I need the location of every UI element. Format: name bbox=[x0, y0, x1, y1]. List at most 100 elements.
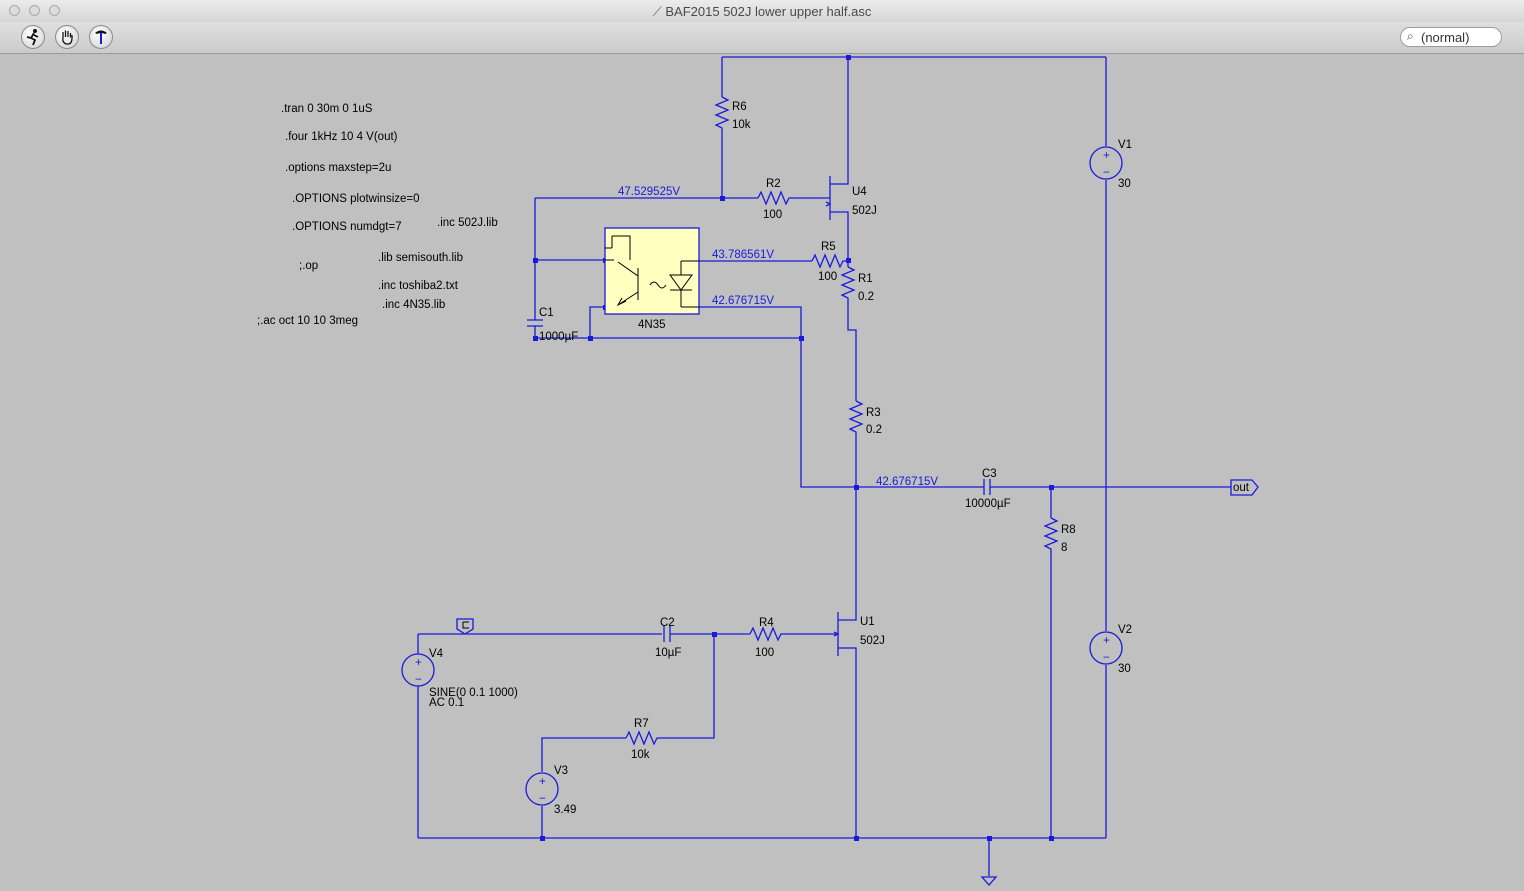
r3-value: 0.2 bbox=[866, 424, 882, 436]
r5-value: 100 bbox=[818, 271, 837, 283]
wires bbox=[417, 56, 1231, 876]
output-net-label: out bbox=[1233, 482, 1250, 494]
voltage-source-v3[interactable]: +− bbox=[525, 772, 559, 806]
voltage-opto-anode: 43.786561V bbox=[712, 249, 774, 261]
r7-ref: R7 bbox=[634, 718, 649, 730]
r4-ref: R4 bbox=[759, 617, 774, 629]
directive-inc-toshiba[interactable]: .inc toshiba2.txt bbox=[378, 280, 459, 292]
v4-ref: V4 bbox=[429, 648, 444, 660]
r6-value: 10k bbox=[732, 119, 751, 131]
minimize-window-button[interactable] bbox=[29, 5, 40, 16]
resistor-r5[interactable] bbox=[811, 253, 846, 269]
voltage-source-v2[interactable]: +− bbox=[1089, 631, 1123, 665]
hammer-icon bbox=[95, 30, 107, 44]
directive-tran[interactable]: .tran 0 30m 0 1uS bbox=[281, 103, 373, 115]
directive-four[interactable]: .four 1kHz 10 4 V(out) bbox=[285, 131, 398, 143]
schematic: +− +− +− +− out bbox=[257, 55, 1259, 886]
ltspice-icon: ⟋ bbox=[652, 4, 662, 19]
r7-value: 10k bbox=[631, 749, 650, 761]
hand-icon bbox=[62, 30, 73, 45]
resistor-r6[interactable] bbox=[714, 96, 730, 131]
voltage-source-v1[interactable]: +− bbox=[1089, 146, 1123, 180]
c2-value: 10µF bbox=[655, 647, 681, 659]
close-window-button[interactable] bbox=[9, 5, 20, 16]
svg-text:−: − bbox=[539, 793, 546, 805]
c1-value: 1000µF bbox=[539, 331, 578, 343]
c3-ref: C3 bbox=[982, 468, 997, 480]
directive-inc-502j[interactable]: .inc 502J.lib bbox=[437, 217, 498, 229]
u4-ref: U4 bbox=[852, 186, 867, 198]
v2-value: 30 bbox=[1118, 663, 1131, 675]
zoom-window-button[interactable] bbox=[49, 5, 60, 16]
probe-button[interactable] bbox=[89, 25, 113, 49]
ground-symbol bbox=[980, 876, 998, 886]
capacitor-c1[interactable] bbox=[527, 319, 543, 330]
r1-ref: R1 bbox=[858, 273, 873, 285]
c3-value: 10000µF bbox=[965, 498, 1011, 510]
spice-directives: .tran 0 30m 0 1uS .four 1kHz 10 4 V(out)… bbox=[257, 103, 498, 327]
svg-text:−: − bbox=[1103, 167, 1110, 179]
directive-options-plotwinsize[interactable]: .OPTIONS plotwinsize=0 bbox=[292, 193, 420, 205]
resistor-r2[interactable] bbox=[757, 190, 792, 206]
window-title: ⟋ BAF2015 502J lower upper half.asc bbox=[0, 4, 1524, 20]
resistor-r1[interactable] bbox=[840, 266, 856, 301]
v2-ref: V2 bbox=[1118, 624, 1132, 636]
r8-value: 8 bbox=[1061, 542, 1067, 554]
directive-ac[interactable]: ;.ac oct 10 10 3meg bbox=[257, 315, 358, 327]
r3-ref: R3 bbox=[866, 407, 881, 419]
u1-ref: U1 bbox=[860, 616, 875, 628]
resistor-r8[interactable] bbox=[1043, 517, 1059, 552]
optocoupler-4n35[interactable] bbox=[604, 227, 700, 315]
junction-dots bbox=[533, 55, 1054, 841]
toolbar: ⌕ bbox=[0, 22, 1524, 54]
r2-value: 100 bbox=[763, 209, 782, 221]
c1-ref: C1 bbox=[539, 307, 554, 319]
opto-value: 4N35 bbox=[638, 319, 666, 331]
search-input[interactable] bbox=[1421, 29, 1497, 45]
u4-value: 502J bbox=[852, 205, 877, 217]
search-box[interactable]: ⌕ bbox=[1400, 27, 1502, 47]
output-net-flag[interactable]: out bbox=[1230, 479, 1259, 496]
r4-value: 100 bbox=[755, 647, 774, 659]
svg-text:−: − bbox=[415, 674, 422, 686]
directive-options-numdgt[interactable]: .OPTIONS numdgt=7 bbox=[292, 221, 402, 233]
voltage-opto-cathode: 42.676715V bbox=[712, 295, 774, 307]
title-bar: ⟋ BAF2015 502J lower upper half.asc bbox=[0, 0, 1524, 23]
schematic-canvas[interactable]: +− +− +− +− out bbox=[0, 54, 1524, 891]
resistor-r4[interactable] bbox=[749, 626, 784, 642]
directive-op[interactable]: ;.op bbox=[299, 260, 318, 272]
pan-button[interactable] bbox=[55, 25, 79, 49]
v4-value-line2: AC 0.1 bbox=[429, 697, 464, 709]
svg-text:+: + bbox=[415, 657, 422, 669]
r5-ref: R5 bbox=[821, 241, 836, 253]
jfet-u4[interactable] bbox=[825, 175, 849, 230]
v3-value: 3.49 bbox=[554, 804, 576, 816]
voltage-gate-drive: 47.529525V bbox=[618, 186, 680, 198]
search-icon: ⌕ bbox=[1407, 29, 1414, 43]
jfet-u1[interactable] bbox=[833, 612, 857, 658]
v3-ref: V3 bbox=[554, 765, 568, 777]
running-man-icon bbox=[26, 29, 39, 46]
resistor-r3[interactable] bbox=[848, 400, 864, 435]
window-title-text: BAF2015 502J lower upper half.asc bbox=[665, 4, 872, 19]
directive-lib-semisouth[interactable]: .lib semisouth.lib bbox=[378, 252, 463, 264]
r6-ref: R6 bbox=[732, 101, 747, 113]
directive-options-maxstep[interactable]: .options maxstep=2u bbox=[285, 162, 391, 174]
run-simulation-button[interactable] bbox=[21, 25, 45, 49]
svg-text:+: + bbox=[1103, 150, 1110, 162]
r1-value: 0.2 bbox=[858, 291, 874, 303]
capacitor-c3[interactable] bbox=[983, 479, 991, 495]
r8-ref: R8 bbox=[1061, 524, 1076, 536]
capacitor-c2[interactable] bbox=[663, 626, 671, 642]
v1-value: 30 bbox=[1118, 178, 1131, 190]
u1-value: 502J bbox=[860, 635, 885, 647]
input-net-flag[interactable] bbox=[456, 618, 474, 635]
voltage-source-v4[interactable]: +− bbox=[401, 653, 435, 687]
r2-ref: R2 bbox=[766, 178, 781, 190]
c2-ref: C2 bbox=[660, 617, 675, 629]
directive-inc-4n35[interactable]: .inc 4N35.lib bbox=[382, 299, 445, 311]
svg-text:+: + bbox=[539, 776, 546, 788]
resistor-r7[interactable] bbox=[625, 730, 660, 746]
svg-text:−: − bbox=[1103, 652, 1110, 664]
